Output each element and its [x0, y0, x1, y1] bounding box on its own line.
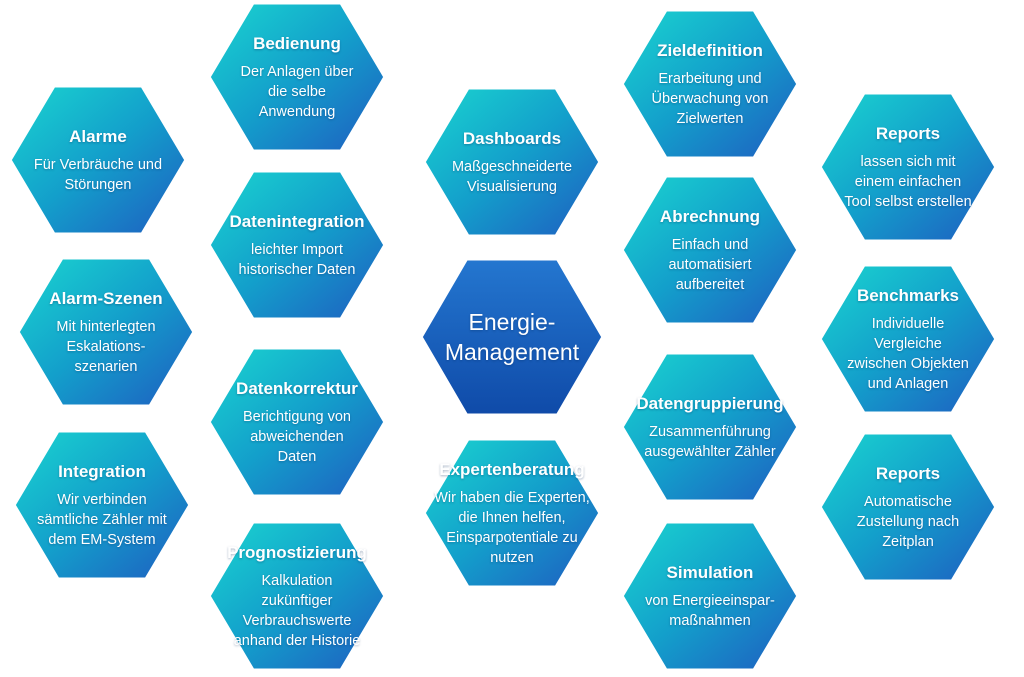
- hexagon-datenkorrektur: [205, 344, 389, 500]
- hexagon-alarm-szenen: [14, 254, 198, 410]
- hexagon-dashboards: [420, 84, 604, 240]
- hexagon-energie-management: [417, 255, 607, 419]
- hexagon-datenintegration: [205, 167, 389, 323]
- hexagon-reports-zustellung: [816, 429, 1000, 585]
- hexagon-expertenberatung: [420, 435, 604, 591]
- hexagon-alarme: [6, 82, 190, 238]
- hexagon-reports-tool: [816, 89, 1000, 245]
- hexagon-zieldefinition: [618, 6, 802, 162]
- hexagon-integration: [10, 427, 194, 583]
- hexagon-datengruppierung: [618, 349, 802, 505]
- hexagon-simulation: [618, 518, 802, 674]
- hexagon-abrechnung: [618, 172, 802, 328]
- hexagon-prognostizierung: [205, 518, 389, 674]
- hexagon-benchmarks: [816, 261, 1000, 417]
- hexagon-bedienung: [205, 0, 389, 155]
